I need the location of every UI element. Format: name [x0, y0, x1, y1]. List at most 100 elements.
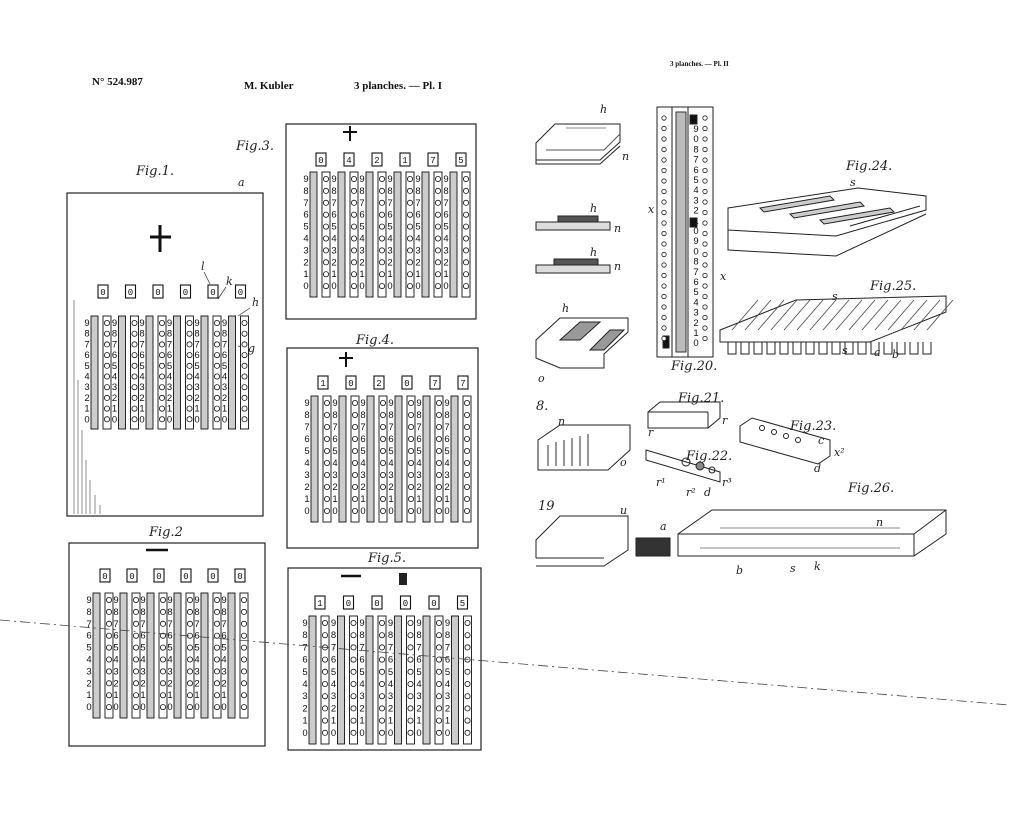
slot-hole [462, 259, 469, 266]
slot-hole [379, 483, 386, 490]
strip-digit: 6 [693, 277, 698, 288]
comb-tooth [896, 342, 906, 355]
fig20-label: Fig.20. [670, 359, 717, 374]
open-slot [158, 592, 168, 719]
scale-digit: 1 [360, 494, 365, 505]
fig24-rails [727, 187, 927, 257]
strip-hole [702, 146, 708, 153]
strip-digit: 4 [693, 185, 698, 196]
scale-digit: 7 [388, 422, 393, 433]
slot-hole [159, 644, 166, 651]
scale-digit: 9 [416, 618, 421, 629]
slot-hole [406, 247, 413, 254]
comb-line [731, 299, 759, 331]
counter-box [457, 375, 469, 390]
slot-hole [213, 405, 220, 412]
scale-digit: 8 [443, 186, 448, 197]
slot-hole [407, 435, 414, 442]
scale-digit: 1 [194, 690, 199, 701]
scale-digit: 3 [416, 691, 421, 702]
slot-hole [213, 341, 220, 348]
scale-digit: 3 [331, 245, 336, 256]
open-slot [321, 171, 331, 298]
slot-hole [407, 399, 414, 406]
strip-digit: 4 [693, 297, 698, 308]
slot-hole [464, 632, 471, 639]
scale-digit: 5 [445, 667, 450, 678]
slot-hole [350, 187, 357, 194]
counter-digit: 0 [237, 572, 242, 582]
counter-digit: 1 [320, 379, 325, 389]
scale-digit: 0 [167, 414, 172, 425]
slot-hole [350, 283, 357, 290]
scale-digit: 8 [388, 630, 393, 641]
scale-digit: 5 [302, 667, 307, 678]
scale-digit: 3 [303, 245, 308, 256]
scale-digit: 8 [387, 186, 392, 197]
scale-digit: 1 [359, 269, 364, 280]
open-slot [212, 592, 222, 719]
scale-digit: 4 [84, 372, 89, 383]
slot-hole [186, 384, 193, 391]
open-slot [461, 171, 471, 298]
hatched-slot [365, 615, 374, 745]
slot-hole [351, 423, 358, 430]
counter-digit: 4 [346, 156, 351, 166]
slot-hole [434, 175, 441, 182]
strip-hole [702, 230, 708, 237]
comb-line [757, 299, 785, 331]
slot-hole [435, 435, 442, 442]
slot-hole [132, 644, 139, 651]
slot-hole [435, 471, 442, 478]
scale-digit: 6 [112, 350, 117, 361]
inventor-name: M. Kubler [244, 80, 294, 92]
hatched-slot [394, 615, 402, 745]
slot-hole [350, 620, 357, 627]
ref-letter-d-22: d [704, 486, 711, 499]
scale-digit: 2 [416, 482, 421, 493]
scale-digit: 0 [194, 702, 199, 713]
slot-hole [407, 459, 414, 466]
slot-hole [321, 693, 328, 700]
cross-mark [339, 126, 357, 367]
scale-digit: 0 [388, 728, 393, 739]
fig26-label: Fig.26. [847, 481, 894, 496]
ref-letter-s-2: s [832, 290, 838, 303]
ref-letter-n-4: n [558, 415, 565, 428]
scale-digit: 9 [445, 618, 450, 629]
hatched-slot [337, 171, 346, 298]
slot-hole [462, 235, 469, 242]
slot-hole [321, 681, 328, 688]
scale-digit: 2 [360, 482, 365, 493]
slot-hole [379, 507, 386, 514]
scale-digit: 3 [222, 382, 227, 393]
scale-digit: 6 [331, 210, 336, 221]
scale-digit: 3 [360, 470, 365, 481]
slot-hole [158, 394, 165, 401]
scale-digit: 0 [416, 506, 421, 517]
comb-tooth [727, 342, 737, 355]
slot-hole [159, 680, 166, 687]
slot-hole [240, 668, 247, 675]
plate-left-label: 3 planches. — Pl. I [354, 80, 443, 92]
scale-digit: 4 [112, 372, 117, 383]
slot-hole [106, 632, 113, 639]
open-slot [350, 395, 360, 523]
scale-digit: 7 [415, 198, 420, 209]
slot-hole [462, 247, 469, 254]
scale-digit: 0 [113, 702, 118, 713]
hatched-slot [146, 592, 155, 719]
ref-letter-b-26: b [736, 564, 743, 577]
scale-digit: 4 [303, 234, 308, 245]
counter-digit: 0 [129, 572, 134, 582]
counter-digit: 0 [210, 288, 215, 298]
cross-mark [150, 225, 171, 252]
scale-digit: 7 [86, 619, 91, 630]
hatched-slot [173, 315, 181, 430]
scale-digit: 6 [167, 631, 172, 642]
scale-digit: 5 [167, 361, 172, 372]
slot-hole [213, 330, 220, 337]
strip-hole [661, 251, 667, 258]
scale-digit: 1 [221, 690, 226, 701]
scale-digit: 6 [86, 631, 91, 642]
